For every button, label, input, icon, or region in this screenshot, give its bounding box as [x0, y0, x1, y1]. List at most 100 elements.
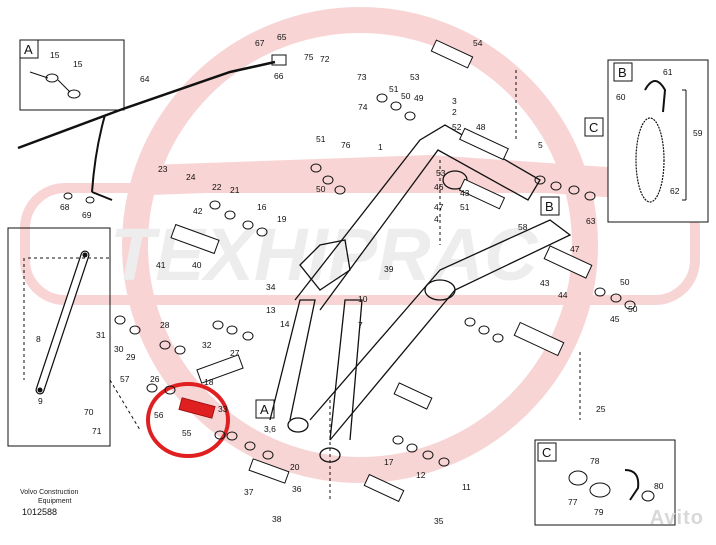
part-label: 8	[36, 334, 41, 344]
part-label: 20	[290, 462, 300, 472]
part-label: 51	[316, 134, 326, 144]
link-bar-8	[7, 227, 111, 447]
part-label: 9	[38, 396, 43, 406]
part-label: 52	[452, 122, 462, 132]
part-label: 76	[341, 140, 351, 150]
part-label: 3	[452, 96, 457, 106]
part-label: 43	[460, 188, 470, 198]
part-label: 12	[416, 470, 426, 480]
part-label: 56	[154, 410, 164, 420]
part-label: 29	[126, 352, 136, 362]
part-label: 5	[538, 140, 543, 150]
part-label: 50	[628, 304, 638, 314]
part-label: 50	[316, 184, 326, 194]
part-label: 22	[212, 182, 222, 192]
callout-b: B	[540, 196, 560, 216]
part-label: 11	[462, 482, 471, 492]
part-label: 32	[202, 340, 212, 350]
svg-text:C: C	[589, 120, 598, 135]
inset-c-label-80: 80	[654, 481, 664, 491]
part-label: 23	[158, 164, 168, 174]
part-label: 66	[274, 71, 284, 81]
callout-a: A	[255, 399, 275, 419]
part-label: 71	[92, 426, 102, 436]
part-label: 18	[204, 377, 214, 387]
part-label: 70	[84, 407, 94, 417]
part-label: 51	[389, 84, 399, 94]
part-label: 38	[272, 514, 282, 524]
part-label: 74	[358, 102, 368, 112]
part-label: 41	[156, 260, 166, 270]
inset-b-label-62: 62	[670, 186, 680, 196]
part-label: 33	[218, 404, 228, 414]
lift-arm-frame	[269, 124, 572, 463]
part-label: 51	[460, 202, 470, 212]
part-label: 46	[434, 182, 444, 192]
part-label: 55	[182, 428, 192, 438]
credit-line-2: Equipment	[38, 498, 72, 505]
svg-text:A: A	[260, 402, 269, 417]
inset-b-letter: B	[618, 65, 627, 80]
part-label: 24	[186, 172, 196, 182]
credit-line-1: Volvo Construction	[20, 489, 79, 496]
part-label: 47	[570, 244, 580, 254]
pins-and-shafts	[170, 39, 593, 503]
part-label: 73	[357, 72, 367, 82]
inset-b: B 61 60 59 62	[607, 59, 709, 223]
part-label: 68	[60, 202, 70, 212]
washers	[63, 93, 636, 467]
part-label: 63	[586, 216, 596, 226]
part-label: 14	[280, 319, 290, 329]
callout-c: C	[584, 117, 604, 137]
inset-c: C 78 77 79 80	[534, 439, 676, 526]
part-label: 42	[193, 206, 203, 216]
part-label: 10	[358, 294, 368, 304]
inset-a-letter: A	[24, 42, 33, 57]
part-label: 7	[358, 320, 363, 330]
part-label: 40	[192, 260, 202, 270]
part-label: 31	[96, 330, 106, 340]
part-label: 67	[255, 38, 265, 48]
part-label: 3,6	[264, 424, 276, 434]
inset-c-letter: C	[542, 445, 551, 460]
highlighted-pin-55	[146, 382, 230, 458]
part-label: 4	[434, 214, 439, 224]
part-label: 35	[434, 516, 444, 526]
inset-b-label-60: 60	[616, 92, 626, 102]
part-label: 34	[266, 282, 276, 292]
inset-c-label-77: 77	[568, 497, 578, 507]
watermark: TEXHIPRAC	[20, 7, 700, 483]
inset-c-label-79: 79	[594, 507, 604, 517]
part-label: 36	[292, 484, 302, 494]
part-label: 16	[257, 202, 267, 212]
part-label: 50	[401, 91, 411, 101]
part-label: 1	[378, 142, 383, 152]
part-label: 27	[230, 348, 240, 358]
document-number: 1012588	[22, 507, 58, 517]
inset-b-label-61: 61	[663, 67, 673, 77]
part-label: 17	[384, 457, 394, 467]
part-label: 75	[304, 52, 314, 62]
part-label: 57	[120, 374, 130, 384]
part-label: 65	[277, 32, 287, 42]
part-label: 58	[518, 222, 528, 232]
part-label: 19	[277, 214, 287, 224]
part-label: 64	[140, 74, 150, 84]
inset-a: A 15 15	[19, 39, 125, 111]
part-label: 47	[434, 202, 444, 212]
part-label: 28	[160, 320, 170, 330]
part-label: 48	[476, 122, 486, 132]
part-label: 53	[436, 168, 446, 178]
part-label: 53	[410, 72, 420, 82]
inset-a-label-1: 15	[50, 50, 60, 60]
inset-c-label-78: 78	[590, 456, 600, 466]
part-label: 69	[82, 210, 92, 220]
part-label: 21	[230, 185, 240, 195]
svg-text:B: B	[545, 199, 554, 214]
part-label: 45	[610, 314, 620, 324]
part-label: 43	[540, 278, 550, 288]
part-label: 25	[596, 404, 606, 414]
inset-b-label-59: 59	[693, 128, 703, 138]
